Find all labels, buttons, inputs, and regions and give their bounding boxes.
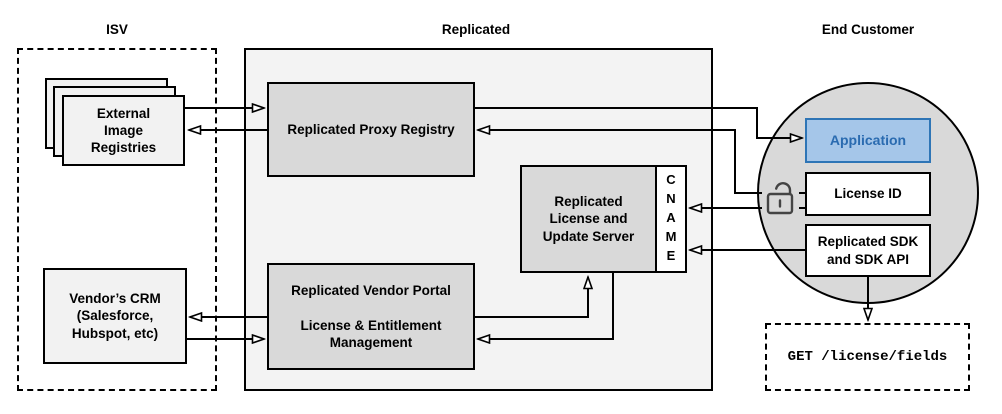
license-update-server-node: Replicated License and Update Server xyxy=(520,165,657,273)
section-title-isv: ISV xyxy=(106,22,128,37)
sdk-node: Replicated SDK and SDK API xyxy=(805,224,931,277)
vendor-portal-node: Replicated Vendor Portal License & Entit… xyxy=(267,263,475,370)
cname-node: CNAME xyxy=(655,165,687,273)
isv-boundary xyxy=(17,48,217,391)
vendor-crm-node: Vendor’s CRM (Salesforce, Hubspot, etc) xyxy=(43,268,187,364)
section-title-replicated: Replicated xyxy=(441,22,511,37)
api-call-box: GET /license/fields xyxy=(765,323,970,391)
license-id-node: License ID xyxy=(805,172,931,216)
external-image-registries-node: External Image Registries xyxy=(62,95,185,166)
proxy-registry-node: Replicated Proxy Registry xyxy=(267,82,475,177)
section-title-end-customer: End Customer xyxy=(821,22,915,37)
application-node: Application xyxy=(805,118,931,163)
